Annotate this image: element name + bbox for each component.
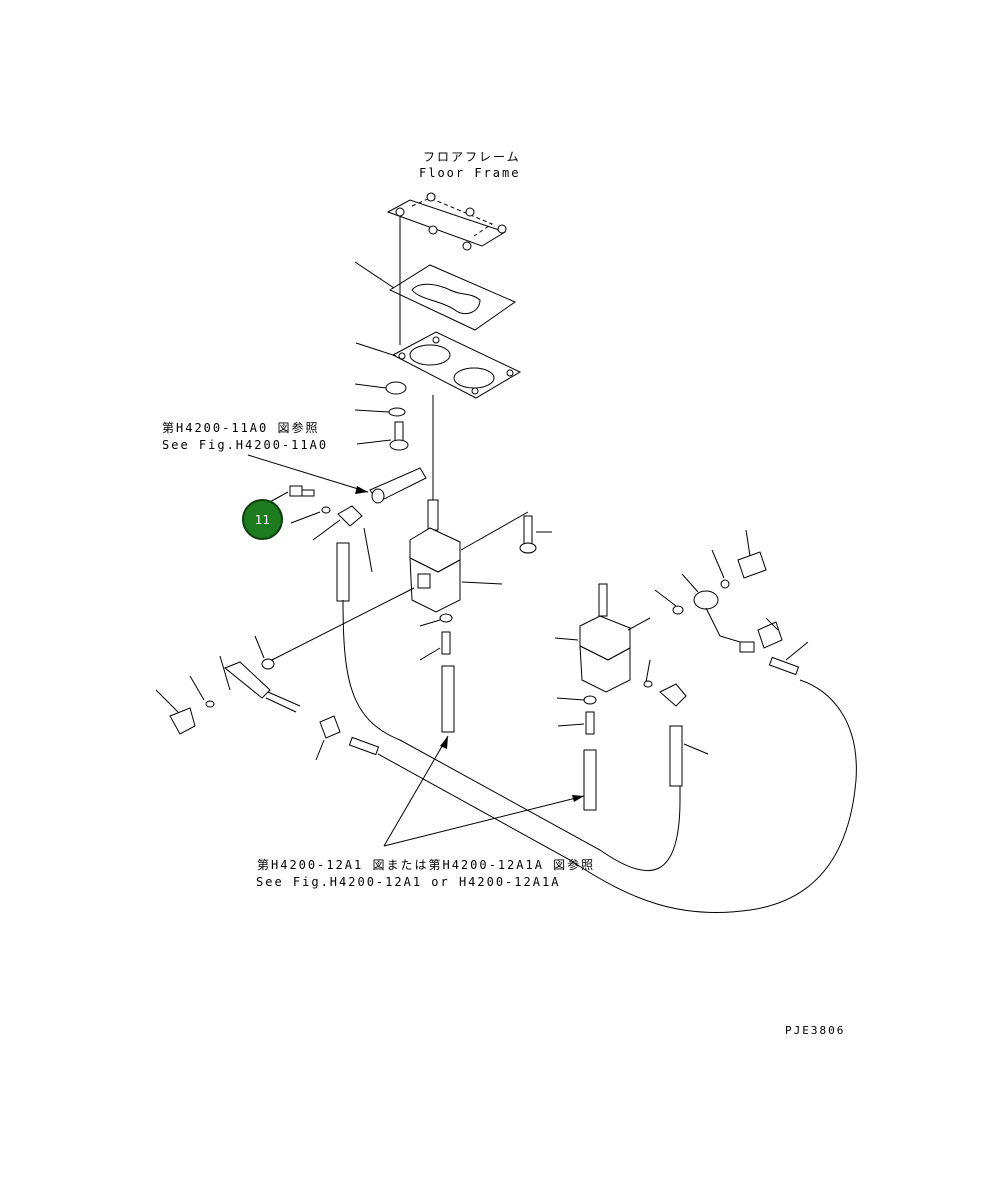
right-fittings — [681, 529, 809, 676]
mounting-plate — [355, 331, 522, 399]
lower-left-pipe — [155, 635, 380, 761]
brake-valve-main — [263, 499, 552, 733]
part-callout-11[interactable]: 11 — [242, 499, 283, 540]
left-fittings — [267, 485, 373, 602]
small-parts-stack — [354, 381, 434, 500]
gasket-plate — [354, 261, 517, 331]
floor-frame-label-en: Floor Frame — [419, 166, 521, 180]
reference-1-en: See Fig.H4200-11A0 — [162, 438, 329, 452]
floor-frame-label-jp: フロアフレーム — [423, 150, 521, 164]
reference-2-en: See Fig.H4200-12A1 or H4200-12A1A — [256, 875, 561, 889]
brake-valve-secondary — [554, 583, 709, 811]
reference-arrow-1 — [247, 454, 427, 504]
reference-arrows-2 — [383, 735, 585, 847]
pipe-loops — [342, 599, 857, 913]
drawing-code: PJE3806 — [785, 1024, 846, 1037]
reference-1-jp: 第H4200-11A0 図参照 — [162, 421, 320, 435]
reference-2-jp: 第H4200-12A1 図または第H4200-12A1A 図参照 — [257, 858, 596, 872]
floor-frame — [386, 192, 507, 345]
